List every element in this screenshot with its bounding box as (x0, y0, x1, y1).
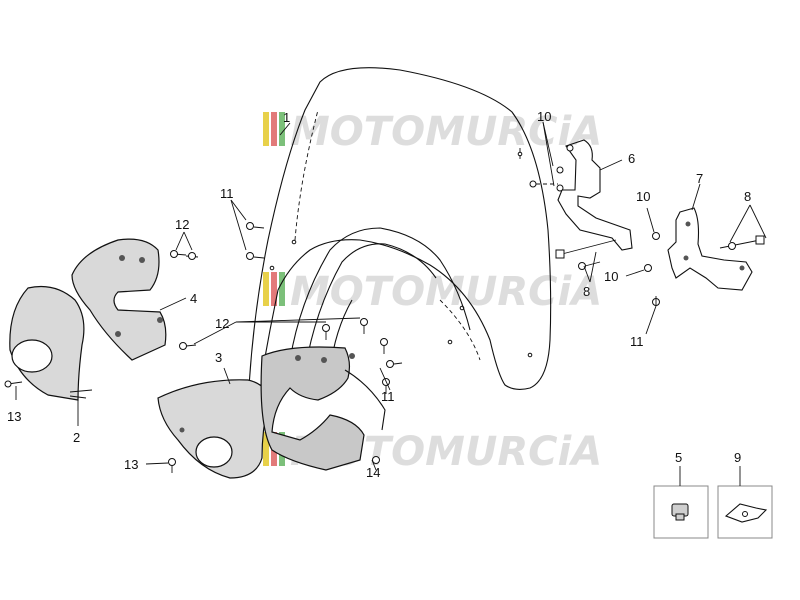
label-part-7: 7 (696, 171, 703, 186)
screw-icon (322, 324, 330, 340)
label-part-13-left: 13 (7, 409, 21, 424)
mounting-hole (349, 353, 355, 359)
part-9-box (717, 485, 773, 539)
label-part-14: 14 (366, 465, 380, 480)
watermark-text: MOTOMURCiA (290, 109, 602, 155)
watermark-stripe-green (279, 272, 285, 306)
screw-icon (380, 338, 388, 354)
watermark-text: MOTOMURCiA (290, 269, 602, 315)
inner-panel-part-4 (71, 238, 167, 361)
screw-icon (652, 232, 660, 240)
fixing-point (269, 265, 275, 271)
bolt-head-icon (555, 249, 565, 259)
label-part-11-right: 11 (630, 334, 644, 349)
label-part-8-left: 8 (583, 284, 590, 299)
label-part-10-mid: 10 (636, 189, 650, 204)
label-part-10-top: 10 (537, 109, 551, 124)
label-part-12-top: 12 (175, 217, 189, 232)
label-part-11-left: 11 (220, 186, 234, 201)
bolt-part-8-left (555, 239, 617, 270)
screw-icon (168, 458, 176, 473)
front-panel-part-2 (9, 285, 93, 401)
fixing-point (447, 339, 453, 345)
lower-cover-part-3 (157, 379, 269, 479)
headlight-opening (195, 436, 233, 468)
bracket-part-7 (644, 207, 765, 306)
screw-icon (170, 250, 187, 258)
label-part-2: 2 (73, 430, 80, 445)
mounting-hole (115, 331, 121, 337)
mounting-hole (683, 255, 689, 261)
part-labels: 1 2 3 4 5 6 7 8 8 9 10 10 10 11 11 11 12… (7, 109, 751, 480)
screw-icon (386, 360, 403, 368)
leader-lines (15, 121, 767, 486)
watermark-middle: MOTOMURCiA (263, 269, 602, 315)
watermark-top: MOTOMURCiA (263, 109, 602, 155)
fixing-point (291, 239, 297, 245)
label-part-9: 9 (734, 450, 741, 465)
label-part-8-right: 8 (744, 189, 751, 204)
rubber-grommet-base (675, 513, 685, 521)
screw-icon (529, 180, 537, 188)
label-part-6: 6 (628, 151, 635, 166)
watermark-stripe-yellow (263, 112, 269, 146)
mounting-hole (321, 357, 327, 363)
label-part-4: 4 (190, 291, 197, 306)
mounting-hole (685, 221, 691, 227)
screw-icon (246, 252, 265, 260)
bolt-head-icon (755, 235, 765, 245)
mounting-hole (739, 265, 745, 271)
headlight-opening (11, 339, 53, 373)
mounting-hole (139, 257, 145, 263)
middle-inner-panel (260, 346, 386, 471)
watermark-stripe-yellow (263, 432, 269, 466)
screw-icon (556, 184, 564, 192)
nut-icon (728, 242, 736, 250)
watermark-stripe-red (271, 272, 277, 306)
label-part-13-bottom: 13 (124, 457, 138, 472)
label-part-5: 5 (675, 450, 682, 465)
screw-icon (644, 264, 652, 272)
clip-icon (724, 503, 768, 523)
screw-icon (179, 342, 197, 350)
mounting-hole (157, 317, 163, 323)
screw-icon (372, 456, 380, 464)
bracket-part-6 (519, 139, 633, 251)
label-part-10-low: 10 (604, 269, 618, 284)
screw-icon (4, 380, 23, 388)
watermark-stripe-yellow (263, 272, 269, 306)
label-part-12-mid: 12 (215, 316, 229, 331)
fixing-point (527, 352, 533, 358)
label-part-1: 1 (283, 110, 290, 125)
screw-icon (360, 318, 368, 334)
clip-hole (742, 511, 748, 517)
screw-icon (185, 252, 199, 260)
label-part-11-center: 11 (381, 389, 395, 404)
part-5-box (653, 485, 709, 539)
watermark-stripe-green (279, 112, 285, 146)
mounting-hole (295, 355, 301, 361)
screws (4, 151, 533, 473)
screw-icon (246, 222, 265, 230)
label-part-3: 3 (215, 350, 222, 365)
fixing-point (459, 305, 465, 311)
watermark-stripe-red (271, 112, 277, 146)
screw-icon (566, 144, 574, 152)
mounting-hole (119, 255, 125, 261)
mounting-hole (179, 427, 185, 433)
screw-icon (556, 166, 564, 174)
